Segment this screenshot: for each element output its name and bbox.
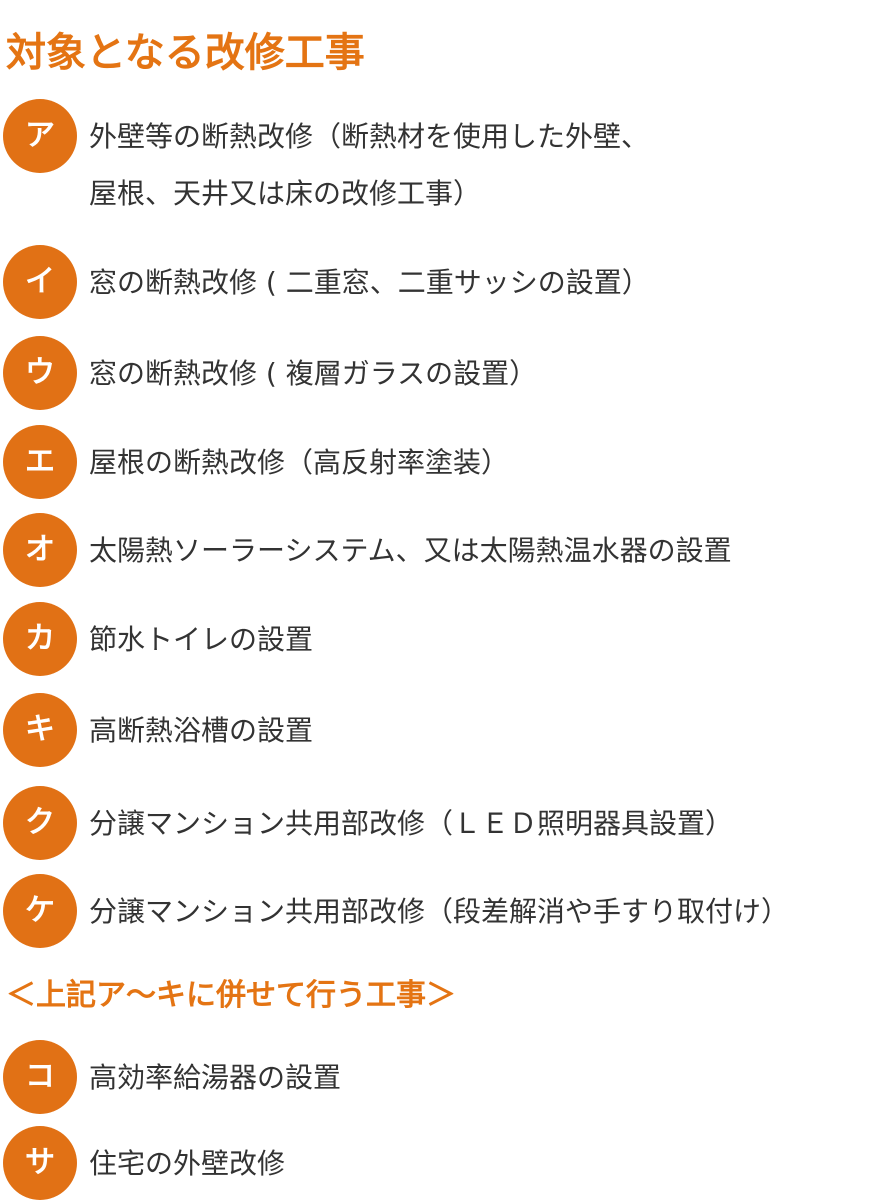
item-text: 分譲マンション共用部改修（段差解消や手すり取付け）: [89, 895, 790, 928]
item-text: 分譲マンション共用部改修（ＬＥＤ照明器具設置）: [89, 807, 734, 840]
list-item: コ 高効率給湯器の設置: [0, 1040, 888, 1114]
badge-ka: カ: [3, 602, 77, 676]
list-item: オ 太陽熱ソーラーシステム、又は太陽熱温水器の設置: [0, 513, 888, 587]
list-item: キ 高断熱浴槽の設置: [0, 693, 888, 767]
list-item: イ 窓の断熱改修 ( 二重窓、二重サッシの設置）: [0, 245, 888, 319]
item-text: 屋根の断熱改修（高反射率塗装）: [89, 446, 510, 479]
badge-ko: コ: [3, 1040, 77, 1114]
item-text: 住宅の外壁改修: [89, 1147, 286, 1180]
list-item: ケ 分譲マンション共用部改修（段差解消や手すり取付け）: [0, 874, 888, 948]
badge-ki: キ: [3, 693, 77, 767]
badge-ku: ク: [3, 786, 77, 860]
list-item: サ 住宅の外壁改修: [0, 1126, 888, 1200]
badge-e: エ: [3, 425, 77, 499]
item-text: 窓の断熱改修 ( 二重窓、二重サッシの設置）: [89, 266, 650, 299]
list-item: エ 屋根の断熱改修（高反射率塗装）: [0, 425, 888, 499]
page-title: 対象となる改修工事: [6, 30, 365, 76]
item-text: 太陽熱ソーラーシステム、又は太陽熱温水器の設置: [89, 534, 732, 567]
badge-i: イ: [3, 245, 77, 319]
item-text-line-1: 外壁等の断熱改修（断熱材を使用した外壁、: [89, 120, 650, 153]
item-text: 節水トイレの設置: [89, 623, 314, 656]
badge-o: オ: [3, 513, 77, 587]
list-item: カ 節水トイレの設置: [0, 602, 888, 676]
list-item: ウ 窓の断熱改修 ( 複層ガラスの設置）: [0, 336, 888, 410]
item-text-line-2: 屋根、天井又は床の改修工事）: [89, 177, 482, 210]
list-item: ク 分譲マンション共用部改修（ＬＥＤ照明器具設置）: [0, 786, 888, 860]
section-subheading: ＜上記ア〜キに併せて行う工事＞: [6, 978, 456, 1013]
item-text: 高断熱浴槽の設置: [89, 714, 314, 747]
item-text: 窓の断熱改修 ( 複層ガラスの設置）: [89, 357, 538, 390]
item-text: 高効率給湯器の設置: [89, 1061, 342, 1094]
list-item: ア 外壁等の断熱改修（断熱材を使用した外壁、 屋根、天井又は床の改修工事）: [0, 99, 888, 224]
badge-a: ア: [3, 99, 77, 173]
badge-ke: ケ: [3, 874, 77, 948]
badge-sa: サ: [3, 1126, 77, 1200]
badge-u: ウ: [3, 336, 77, 410]
